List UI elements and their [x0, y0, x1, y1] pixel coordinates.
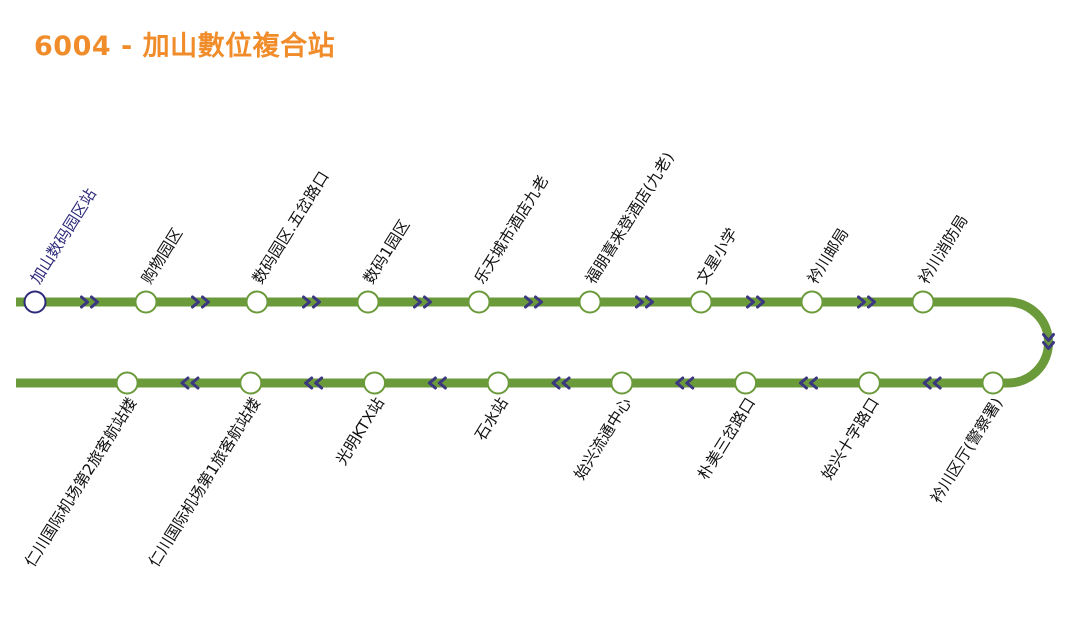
stop-marker[interactable] — [239, 371, 263, 395]
chevron-icon — [427, 376, 437, 390]
double-chevron-icon — [524, 295, 543, 309]
chevron-icon — [685, 376, 695, 390]
chevron-icon — [857, 295, 866, 309]
stop-label: 衿川消防局 — [915, 212, 971, 287]
chevron-icon — [80, 295, 89, 309]
chevron-icon — [304, 376, 314, 390]
double-chevron-icon — [304, 376, 324, 390]
chevron-icon — [798, 376, 808, 390]
double-chevron-icon — [427, 376, 447, 390]
stop-marker[interactable] — [363, 371, 386, 395]
chevron-icon — [746, 295, 755, 309]
direction-arrows — [80, 295, 1055, 390]
chevron-icon — [437, 376, 447, 390]
stop-label: 数码园区.五岔路口 — [249, 168, 333, 287]
stop-marker[interactable] — [689, 290, 713, 314]
double-chevron-icon — [302, 295, 321, 309]
chevron-icon — [423, 295, 432, 309]
stop-marker[interactable] — [115, 371, 139, 395]
stop-label: 光明KTX站 — [333, 395, 388, 469]
stop-label: 仁川国际机场第1旅客航站楼 — [145, 395, 264, 571]
double-chevron-icon — [857, 295, 876, 309]
route-line — [16, 297, 1053, 388]
chevron-icon — [191, 295, 200, 309]
chevron-icon — [756, 295, 765, 309]
chevron-icon — [922, 376, 932, 390]
stop-label: 仁川国际机场第2旅客航站楼 — [21, 395, 140, 571]
stop-label: 石水站 — [472, 395, 512, 444]
chevron-icon — [808, 376, 818, 390]
stop-label: 乐天城市酒店九老 — [471, 172, 552, 287]
chevron-icon — [645, 295, 654, 309]
chevron-icon — [1042, 333, 1055, 342]
stop-label: 购物园区 — [138, 225, 186, 287]
stop-marker[interactable] — [734, 371, 758, 395]
double-chevron-icon — [1042, 333, 1055, 350]
stop-label: 数码1园区 — [360, 217, 413, 287]
stop-marker[interactable] — [467, 290, 491, 314]
stop-label: 始兴流通中心 — [571, 395, 636, 483]
double-chevron-icon — [635, 295, 654, 309]
page-title: 6004 - 加山數位複合站 — [34, 31, 336, 62]
stops — [23, 290, 1005, 395]
stop-marker[interactable] — [981, 371, 1005, 395]
chevron-icon — [312, 295, 321, 309]
stop-label: 始兴十字路口 — [818, 395, 883, 483]
stop-marker[interactable] — [486, 371, 510, 395]
stop-label: 朴美三岔路口 — [694, 395, 759, 483]
double-chevron-icon — [922, 376, 942, 390]
chevron-icon — [524, 295, 533, 309]
stop-marker[interactable] — [911, 290, 935, 314]
chevron-icon — [534, 295, 543, 309]
chevron-icon — [180, 376, 190, 390]
stop-label: 衿川区厅(警察署) — [927, 395, 1006, 507]
stop-label: 文星小学 — [693, 225, 741, 287]
chevron-icon — [551, 376, 561, 390]
stop-marker[interactable] — [578, 290, 602, 314]
double-chevron-icon — [413, 295, 432, 309]
chevron-icon — [302, 295, 311, 309]
chevron-icon — [201, 295, 210, 309]
chevron-icon — [90, 295, 99, 309]
stop-label: 衿川邮局 — [804, 225, 852, 287]
double-chevron-icon — [80, 295, 99, 309]
chevron-icon — [932, 376, 942, 390]
double-chevron-icon — [180, 376, 200, 390]
chevron-icon — [561, 376, 571, 390]
chevron-icon — [635, 295, 644, 309]
stop-marker[interactable] — [857, 371, 881, 395]
double-chevron-icon — [675, 376, 695, 390]
stop-label: 福朋喜来登酒店(九老) — [582, 149, 678, 287]
chevron-icon — [413, 295, 422, 309]
stop-marker[interactable] — [245, 290, 269, 314]
current-stop-marker[interactable] — [23, 290, 47, 314]
double-chevron-icon — [798, 376, 818, 390]
double-chevron-icon — [191, 295, 210, 309]
stop-marker[interactable] — [134, 290, 158, 314]
chevron-icon — [1042, 341, 1055, 350]
double-chevron-icon — [551, 376, 571, 390]
stop-label: 加山数码园区站 — [27, 186, 100, 288]
stop-marker[interactable] — [356, 290, 380, 314]
stop-marker[interactable] — [610, 371, 634, 395]
stop-marker[interactable] — [800, 290, 824, 314]
double-chevron-icon — [746, 295, 765, 309]
stop-labels: 加山数码园区站购物园区 数码园区.五岔路口数码1园区 乐天城市酒店九老福朋喜来登酒店… — [21, 149, 1006, 570]
chevron-icon — [675, 376, 685, 390]
chevron-icon — [867, 295, 876, 309]
chevron-icon — [190, 376, 200, 390]
chevron-icon — [314, 376, 324, 390]
